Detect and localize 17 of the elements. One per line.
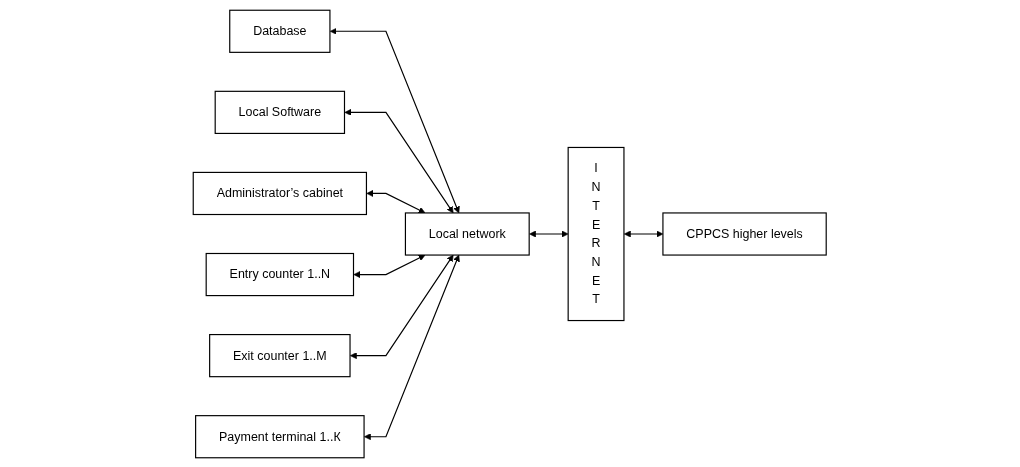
node-box: Entry counter 1..N bbox=[205, 252, 355, 296]
node-box: Exit counter 1..M bbox=[209, 333, 351, 377]
node-box: Local network bbox=[405, 211, 531, 256]
arrow bbox=[624, 230, 664, 237]
node-box: I N T E R N E T bbox=[567, 146, 625, 321]
arrow bbox=[366, 189, 426, 213]
node-box: CPPCS higher levels bbox=[662, 211, 828, 256]
node-box: Local Software bbox=[214, 90, 346, 134]
arrow bbox=[344, 108, 454, 213]
arrow bbox=[350, 254, 454, 359]
arrow bbox=[529, 230, 569, 237]
arrow bbox=[330, 27, 460, 213]
node-box: Payment terminal 1..К bbox=[195, 414, 365, 458]
arrow bbox=[364, 254, 460, 440]
node-box: Database bbox=[229, 9, 331, 53]
node-box: Administrator’s cabinet bbox=[192, 171, 368, 215]
arrow bbox=[353, 254, 426, 278]
